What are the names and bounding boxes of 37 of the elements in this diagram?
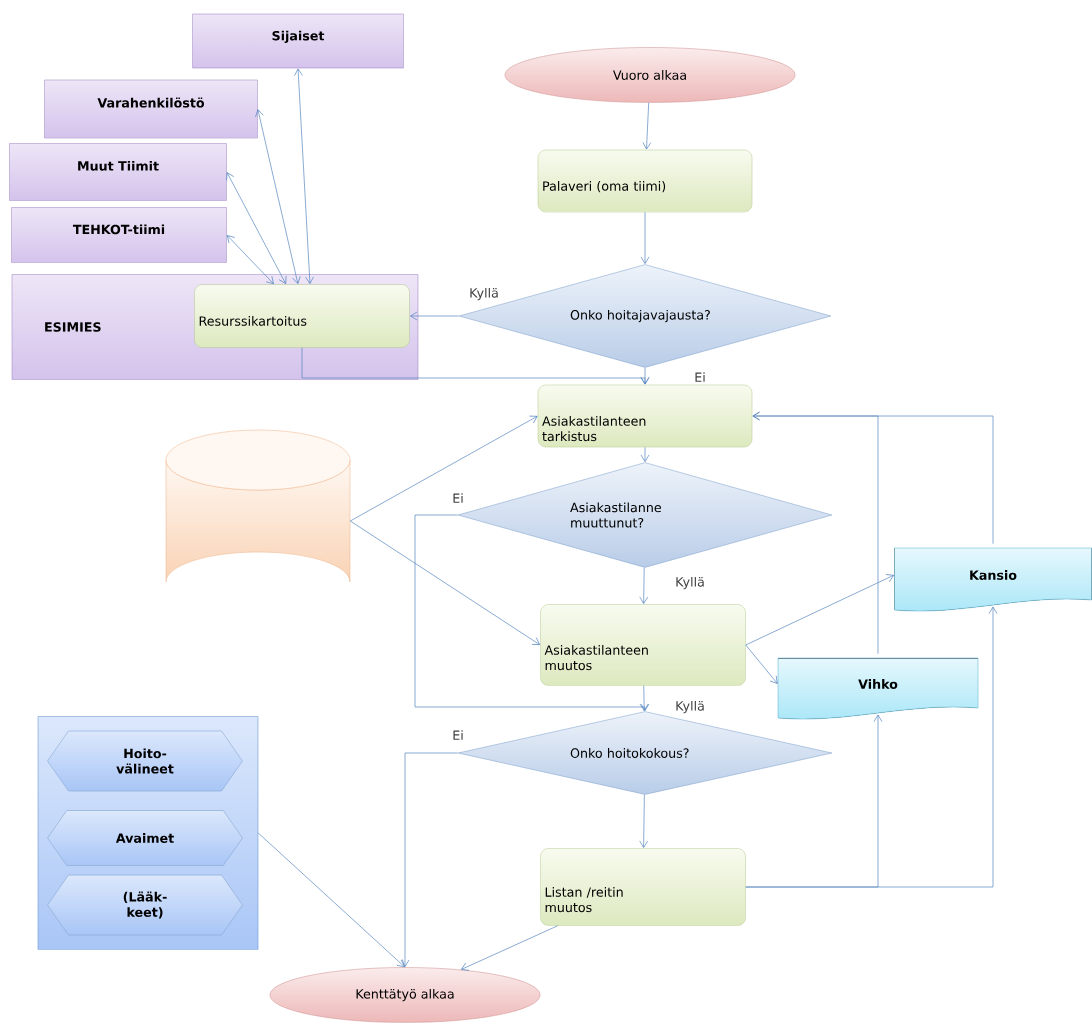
process-box: Resurssikartoitus (194, 284, 410, 348)
arrow (410, 311, 460, 321)
arrow (400, 752, 459, 967)
team-box: Muut Tiimit (9, 143, 227, 201)
arrow (745, 574, 894, 646)
team-box: TEHKOT-tiimi (11, 207, 227, 263)
arrow (745, 606, 998, 888)
arrow (255, 109, 301, 284)
arrow (640, 211, 650, 264)
arrow (639, 685, 649, 712)
process-box: Listan /reitin muutos (540, 848, 746, 926)
team-box: Varahenkilöstö (44, 79, 258, 139)
arrow (414, 514, 650, 711)
arrow (294, 68, 314, 284)
edge-label: Kyllä (673, 574, 707, 592)
arrow (642, 102, 652, 150)
arrow (349, 415, 538, 522)
arrow (349, 520, 541, 645)
arrow (640, 446, 650, 462)
arrow (226, 235, 274, 285)
arrow (301, 347, 650, 385)
arrow (257, 832, 405, 968)
arrow (639, 794, 649, 848)
process-box: Asiakastilanteen muutos (540, 604, 746, 686)
edge-label: Kyllä (467, 285, 501, 303)
arrow (752, 411, 879, 655)
arrow (226, 172, 287, 284)
database-cylinder (165, 429, 351, 583)
process-box: Palaveri (oma tiimi) (537, 149, 753, 213)
hexagon: Avaimet (47, 810, 243, 866)
arrow (639, 567, 649, 604)
hexagon: Hoito- välineet (47, 730, 243, 792)
arrow (461, 925, 558, 971)
edge-label: Ei (692, 370, 708, 384)
team-box: Sijaiset (192, 13, 404, 69)
process-box: Asiakastilanteen tarkistus (537, 384, 753, 448)
arrow (745, 644, 778, 684)
